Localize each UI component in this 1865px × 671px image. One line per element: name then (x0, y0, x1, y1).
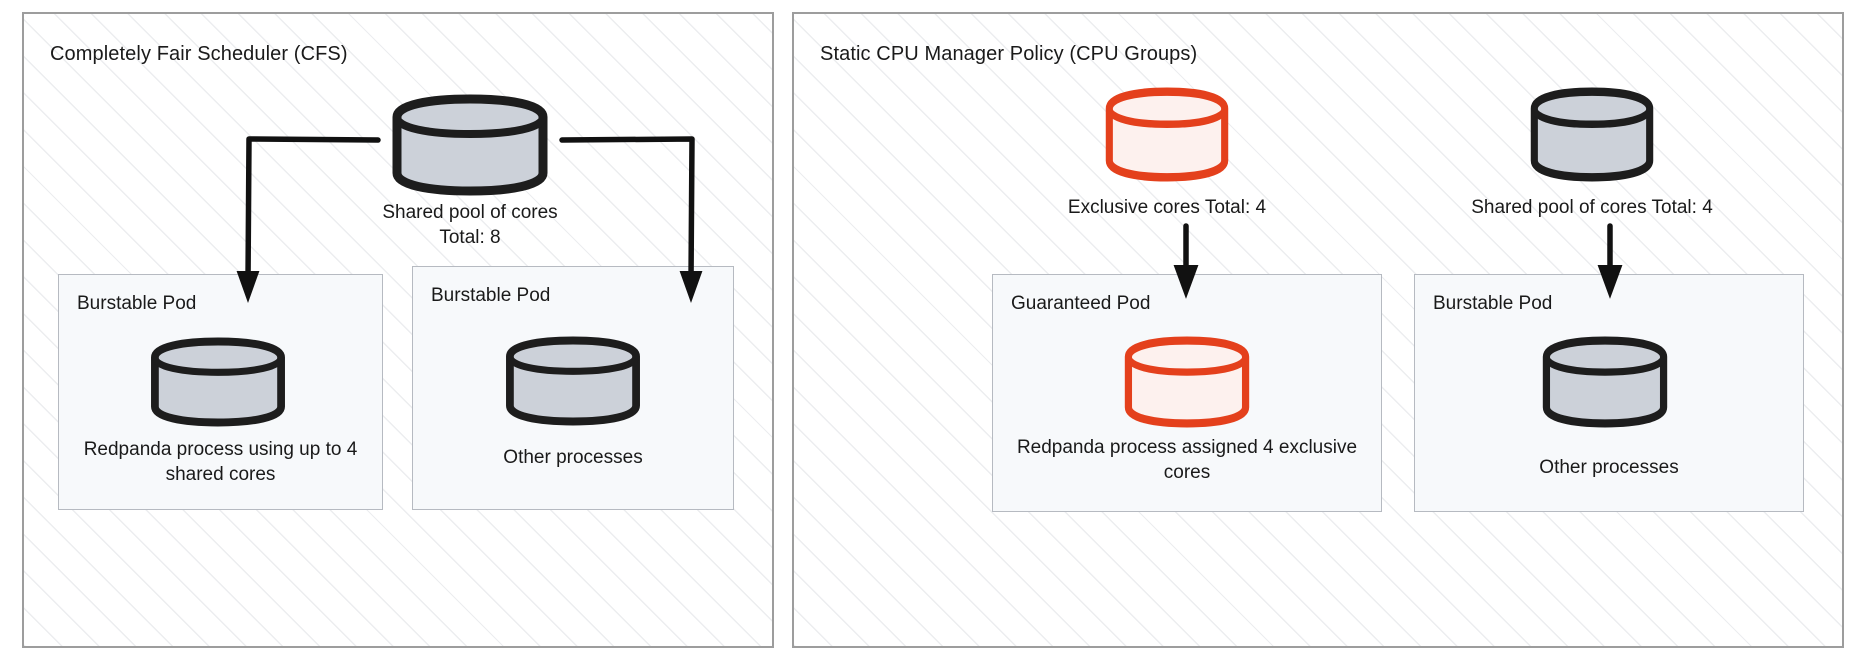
caption-shared-pool-static: Shared pool of cores Total: 4 (1471, 197, 1713, 218)
cylinder-shared-pool-static (1528, 87, 1656, 182)
caption-shared-pool-cfs: Shared pool of cores Total: 8 (382, 202, 558, 248)
pod-title: Burstable Pod (77, 293, 197, 314)
pod-title: Guaranteed Pod (1011, 293, 1151, 314)
pod-title: Burstable Pod (1433, 293, 1553, 314)
pod-caption: Redpanda process using up to 4 shared co… (83, 439, 358, 485)
cylinder-shared-pool-cfs (389, 94, 551, 196)
cylinder-exclusive-cores (1103, 87, 1231, 182)
cylinder-other-processes-cfs (503, 336, 643, 426)
pod-caption: Redpanda process assigned 4 exclusive co… (1016, 437, 1358, 483)
caption-exclusive-cores: Exclusive cores Total: 4 (1067, 197, 1267, 218)
cylinder-redpanda-shared-cfs (148, 337, 288, 427)
pod-burstable-left-cfs: Burstable Pod Redpanda process using up … (58, 274, 383, 510)
cylinder-redpanda-exclusive (1122, 336, 1252, 428)
cylinder-other-processes-static (1540, 336, 1670, 428)
panel-title-cfs: Completely Fair Scheduler (CFS) (50, 43, 348, 65)
panel-title-static: Static CPU Manager Policy (CPU Groups) (820, 43, 1198, 65)
pod-title: Burstable Pod (431, 285, 551, 306)
pod-caption: Other processes (1539, 457, 1679, 478)
pod-caption: Other processes (503, 447, 643, 468)
